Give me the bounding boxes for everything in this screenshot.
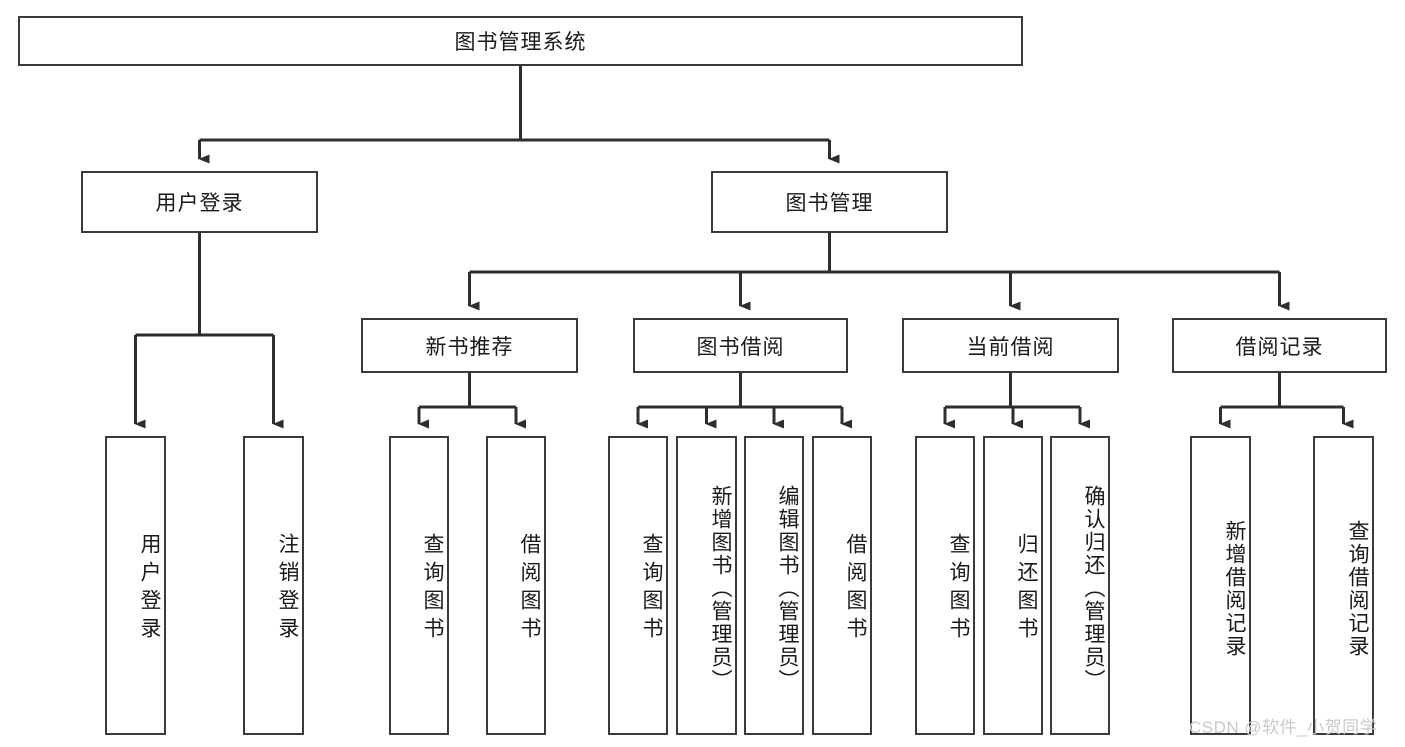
- node-label: 新增图书（管理员）: [709, 485, 732, 692]
- node-label: 用户登录: [138, 532, 161, 645]
- node-records[interactable]: 借阅记录: [1172, 318, 1387, 373]
- node-label: 编辑图书（管理员）: [776, 485, 799, 692]
- node-root[interactable]: 图书管理系统: [18, 16, 1023, 66]
- node-newrec[interactable]: 新书推荐: [361, 318, 578, 373]
- node-borrow[interactable]: 图书借阅: [633, 318, 848, 373]
- node-l-qrec[interactable]: 查询借阅记录: [1313, 436, 1374, 735]
- watermark-text: CSDN @软件_小贺同学: [1189, 718, 1378, 737]
- node-label: 借阅图书: [518, 532, 541, 645]
- node-l-qbook3[interactable]: 查询图书: [915, 436, 975, 735]
- node-l-return[interactable]: 归还图书: [983, 436, 1043, 735]
- node-l-addbook[interactable]: 新增图书（管理员）: [676, 436, 737, 735]
- node-label: 当前借阅: [966, 335, 1055, 359]
- node-label: 借阅图书: [844, 532, 867, 645]
- node-label: 图书管理系统: [454, 31, 587, 54]
- node-login[interactable]: 用户登录: [81, 171, 318, 233]
- node-label: 查询图书: [640, 532, 663, 645]
- node-label: 确认归还（管理员）: [1082, 485, 1105, 692]
- node-l-confirm[interactable]: 确认归还（管理员）: [1050, 436, 1110, 735]
- node-l-bbook1[interactable]: 借阅图书: [486, 436, 546, 735]
- node-current[interactable]: 当前借阅: [902, 318, 1119, 373]
- node-l-addrec[interactable]: 新增借阅记录: [1190, 436, 1251, 735]
- node-label: 新增借阅记录: [1223, 519, 1246, 658]
- node-l-editbook[interactable]: 编辑图书（管理员）: [744, 436, 804, 735]
- node-label: 新书推荐: [425, 335, 514, 359]
- node-label: 图书借阅: [696, 335, 785, 359]
- node-label: 借阅记录: [1235, 335, 1324, 359]
- node-l-login[interactable]: 用户登录: [105, 436, 166, 735]
- node-label: 查询图书: [947, 532, 970, 645]
- node-l-bbook2[interactable]: 借阅图书: [812, 436, 872, 735]
- node-bookmgmt[interactable]: 图书管理: [711, 171, 948, 233]
- node-label: 查询借阅记录: [1346, 519, 1369, 658]
- node-label: 用户登录: [155, 192, 244, 215]
- node-label: 归还图书: [1015, 532, 1038, 645]
- node-l-qbook1[interactable]: 查询图书: [389, 436, 449, 735]
- node-label: 注销登录: [276, 532, 299, 645]
- node-label: 图书管理: [785, 192, 874, 215]
- node-label: 查询图书: [421, 532, 444, 645]
- node-l-qbook2[interactable]: 查询图书: [608, 436, 668, 735]
- node-l-logout[interactable]: 注销登录: [243, 436, 304, 735]
